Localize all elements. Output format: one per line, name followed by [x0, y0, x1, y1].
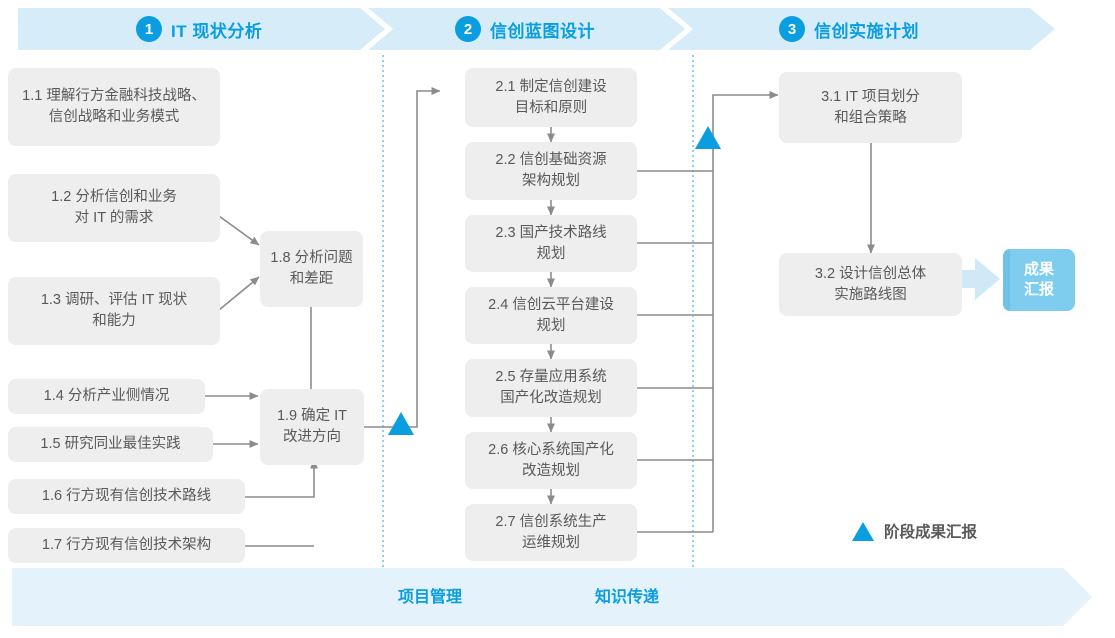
task-box-2-6[interactable]: 2.6 核心系统国产化 改造规划 — [465, 432, 637, 489]
task-box-1-5[interactable]: 1.5 研究同业最佳实践 — [8, 427, 213, 462]
task-box-3-2[interactable]: 3.2 设计信创总体 实施路线图 — [779, 253, 962, 316]
task-box-3-1[interactable]: 3.1 IT 项目划分 和组合策略 — [779, 72, 962, 143]
footer-item-knowledge-transfer: 知识传递 — [595, 589, 660, 606]
result-badge[interactable]: 成果 汇报 — [1003, 249, 1075, 311]
phase-banner — [0, 8, 1115, 50]
task-box-1-6[interactable]: 1.6 行方现有信创技术路线 — [8, 479, 245, 514]
milestone-triangle-icon — [852, 521, 874, 541]
task-box-1-4[interactable]: 1.4 分析产业侧情况 — [8, 379, 205, 414]
phase-2-header: 2 信创蓝图设计 — [455, 8, 595, 50]
task-box-1-7[interactable]: 1.7 行方现有信创技术架构 — [8, 528, 245, 563]
milestone-triangle-phase2 — [695, 126, 721, 149]
legend: 阶段成果汇报 — [852, 520, 977, 542]
footer-ribbon — [0, 568, 1115, 626]
phase-3-label: 信创实施计划 — [814, 21, 919, 41]
phase-3-number: 3 — [779, 16, 805, 42]
task-box-2-4[interactable]: 2.4 信创云平台建设 规划 — [465, 287, 637, 344]
phase-1-label: IT 现状分析 — [171, 21, 263, 41]
phase-1-number: 1 — [136, 16, 162, 42]
task-box-1-8[interactable]: 1.8 分析问题 和差距 — [260, 231, 363, 307]
task-box-2-3[interactable]: 2.3 国产技术路线 规划 — [465, 215, 637, 272]
task-box-1-2[interactable]: 1.2 分析信创和业务 对 IT 的需求 — [8, 174, 220, 242]
phase-3-header: 3 信创实施计划 — [779, 8, 919, 50]
task-box-2-2[interactable]: 2.2 信创基础资源 架构规划 — [465, 142, 637, 200]
task-box-2-7[interactable]: 2.7 信创系统生产 运维规划 — [465, 504, 637, 561]
task-box-1-1[interactable]: 1.1 理解行方金融科技战略、 信创战略和业务模式 — [8, 68, 220, 146]
phase-2-number: 2 — [455, 16, 481, 42]
task-box-1-9[interactable]: 1.9 确定 IT 改进方向 — [260, 389, 364, 465]
footer-item-project-management: 项目管理 — [398, 589, 463, 606]
phase-2-label: 信创蓝图设计 — [490, 21, 595, 41]
legend-label: 阶段成果汇报 — [884, 524, 978, 541]
task-box-1-3[interactable]: 1.3 调研、评估 IT 现状 和能力 — [8, 277, 220, 345]
milestone-triangle-phase1 — [388, 412, 414, 435]
task-box-2-1[interactable]: 2.1 制定信创建设 目标和原则 — [465, 68, 637, 127]
task-box-2-5[interactable]: 2.5 存量应用系统 国产化改造规划 — [465, 359, 637, 417]
phase-1-header: 1 IT 现状分析 — [136, 8, 262, 50]
